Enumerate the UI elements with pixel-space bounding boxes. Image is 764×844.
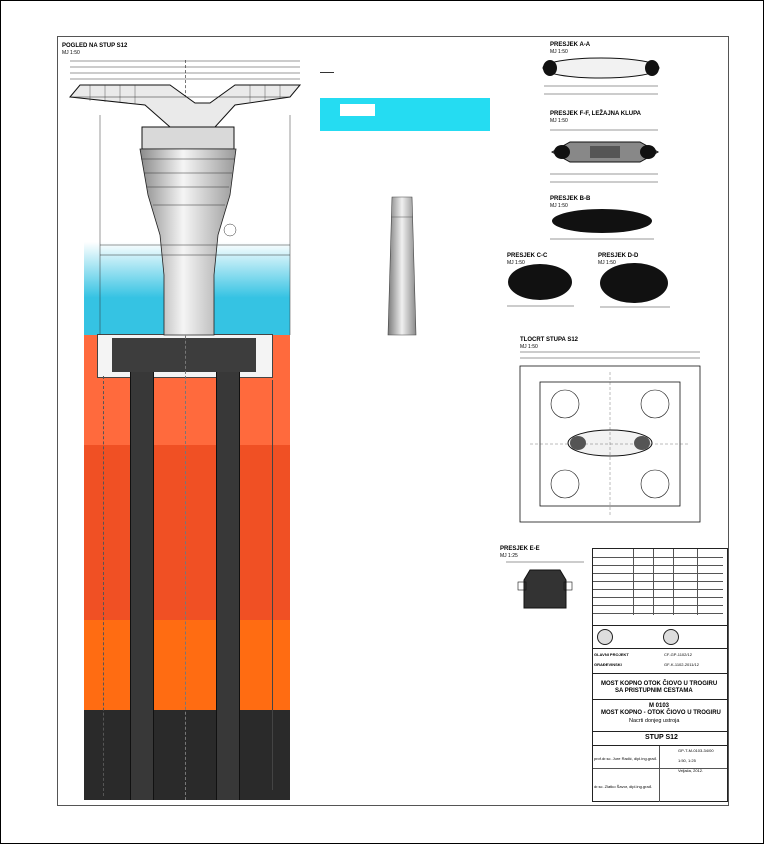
structure-code: M 0103 xyxy=(649,703,670,709)
drawing-scale: 1:50, 1:25 xyxy=(678,758,696,763)
drawing-subtitle: Nacrti donjeg ustroja xyxy=(629,718,680,724)
section-ff-scale: MJ 1:50 xyxy=(550,118,568,124)
project-code: CF-GP-1102/12 xyxy=(664,652,692,657)
section-ee-drawing xyxy=(506,561,584,609)
section-cc-title: PRESJEK C-C xyxy=(507,253,548,259)
main-view-scale: MJ 1:50 xyxy=(62,50,80,56)
plan-title: TLOCRT STUPA S12 xyxy=(520,337,579,343)
plan-scale: MJ 1:50 xyxy=(520,344,538,350)
project-number: GF-K-1102-2011/12 xyxy=(664,662,699,667)
company-logo xyxy=(663,629,679,645)
deck-cross-section xyxy=(69,84,302,128)
collaborator-name: dr.sc. Zlatko Šavor, dipl.ing.građ. xyxy=(594,784,653,789)
drawing-date: Veljača, 2012. xyxy=(678,768,704,773)
legend-label-box xyxy=(340,104,375,116)
main-view-title: POGLED NA STUP S12 xyxy=(62,43,128,49)
section-aa-scale: MJ 1:50 xyxy=(550,49,568,55)
section-ff-title: PRESJEK F-F, LEŽAJNA KLUPA xyxy=(550,111,642,117)
soil-layer-4 xyxy=(84,710,290,800)
pile-axis-left xyxy=(103,376,104,796)
pier-elevation xyxy=(69,60,302,336)
pier-shaft xyxy=(139,148,237,336)
section-cc-scale: MJ 1:50 xyxy=(507,260,525,266)
drawing-title: STUP S12 xyxy=(645,734,678,741)
plan-drawing xyxy=(519,351,701,523)
pier-center-axis xyxy=(185,60,186,800)
revision-table xyxy=(593,549,727,615)
section-ee-title: PRESJEK E-E xyxy=(500,546,540,552)
section-aa-title: PRESJEK A-A xyxy=(550,42,591,48)
designer-name: prof.dr.sc. Jure Radić, dipl.ing.građ. xyxy=(594,756,657,761)
pile-length-dimension xyxy=(272,380,273,790)
section-bb-drawing xyxy=(550,209,654,240)
cyan-legend-box xyxy=(320,98,490,131)
section-bb-scale: MJ 1:50 xyxy=(550,203,568,209)
section-dd-drawing xyxy=(600,263,670,308)
logos-row xyxy=(593,625,727,649)
section-ff-drawing xyxy=(550,129,660,183)
section-bb-title: PRESJEK B-B xyxy=(550,196,591,202)
signature-block: prof.dr.sc. Jure Radić, dipl.ing.građ. d… xyxy=(593,745,727,802)
drawing-title-block: STUP S12 xyxy=(593,731,727,744)
pile-left xyxy=(130,372,154,800)
faculty-logo xyxy=(597,629,613,645)
soil-layer-3 xyxy=(84,620,290,710)
project-name-block: MOST KOPNO OTOK ČIOVO U TROGIRU SA PRIST… xyxy=(593,673,727,700)
project-name-line2: SA PRISTUPNIM CESTAMA xyxy=(615,688,693,694)
title-block: GLAVNI PROJEKT CF-GP-1102/12 GRAĐEVINSKI… xyxy=(592,548,728,802)
pile-3d-render xyxy=(387,196,417,336)
section-dd-scale: MJ 1:50 xyxy=(598,260,616,266)
soil-layer-2 xyxy=(84,445,290,620)
project-name-line1: MOST KOPNO OTOK ČIOVO U TROGIRU xyxy=(601,681,718,687)
project-label: GLAVNI PROJEKT xyxy=(594,652,629,657)
section-cc-drawing xyxy=(507,264,574,307)
drawing-inner-frame xyxy=(57,36,729,806)
pile-right xyxy=(216,372,240,800)
drawing-number: GP-T-M-0103-34/00 xyxy=(678,748,714,753)
type-label: GRAĐEVINSKI xyxy=(594,662,622,667)
legend-line xyxy=(320,72,334,73)
structure-name: MOST KOPNO - OTOK ČIOVO U TROGIRU xyxy=(601,710,721,716)
section-aa-drawing xyxy=(542,57,660,95)
pile-cap xyxy=(112,338,256,372)
section-ee-scale: MJ 1:25 xyxy=(500,553,518,559)
structure-block: M 0103 MOST KOPNO - OTOK ČIOVO U TROGIRU… xyxy=(593,699,727,732)
section-dd-title: PRESJEK D-D xyxy=(598,253,639,259)
